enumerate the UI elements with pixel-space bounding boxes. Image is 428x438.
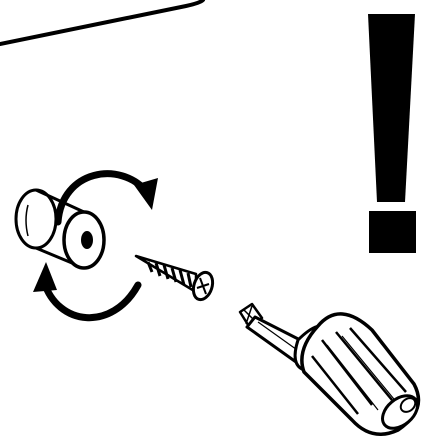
- panel-edge: [0, 0, 205, 46]
- warning-exclamation-icon: [368, 14, 416, 253]
- rotate-arrows-icon: [33, 170, 158, 322]
- screw-icon: [134, 254, 215, 302]
- screwdriver-icon: [238, 302, 421, 436]
